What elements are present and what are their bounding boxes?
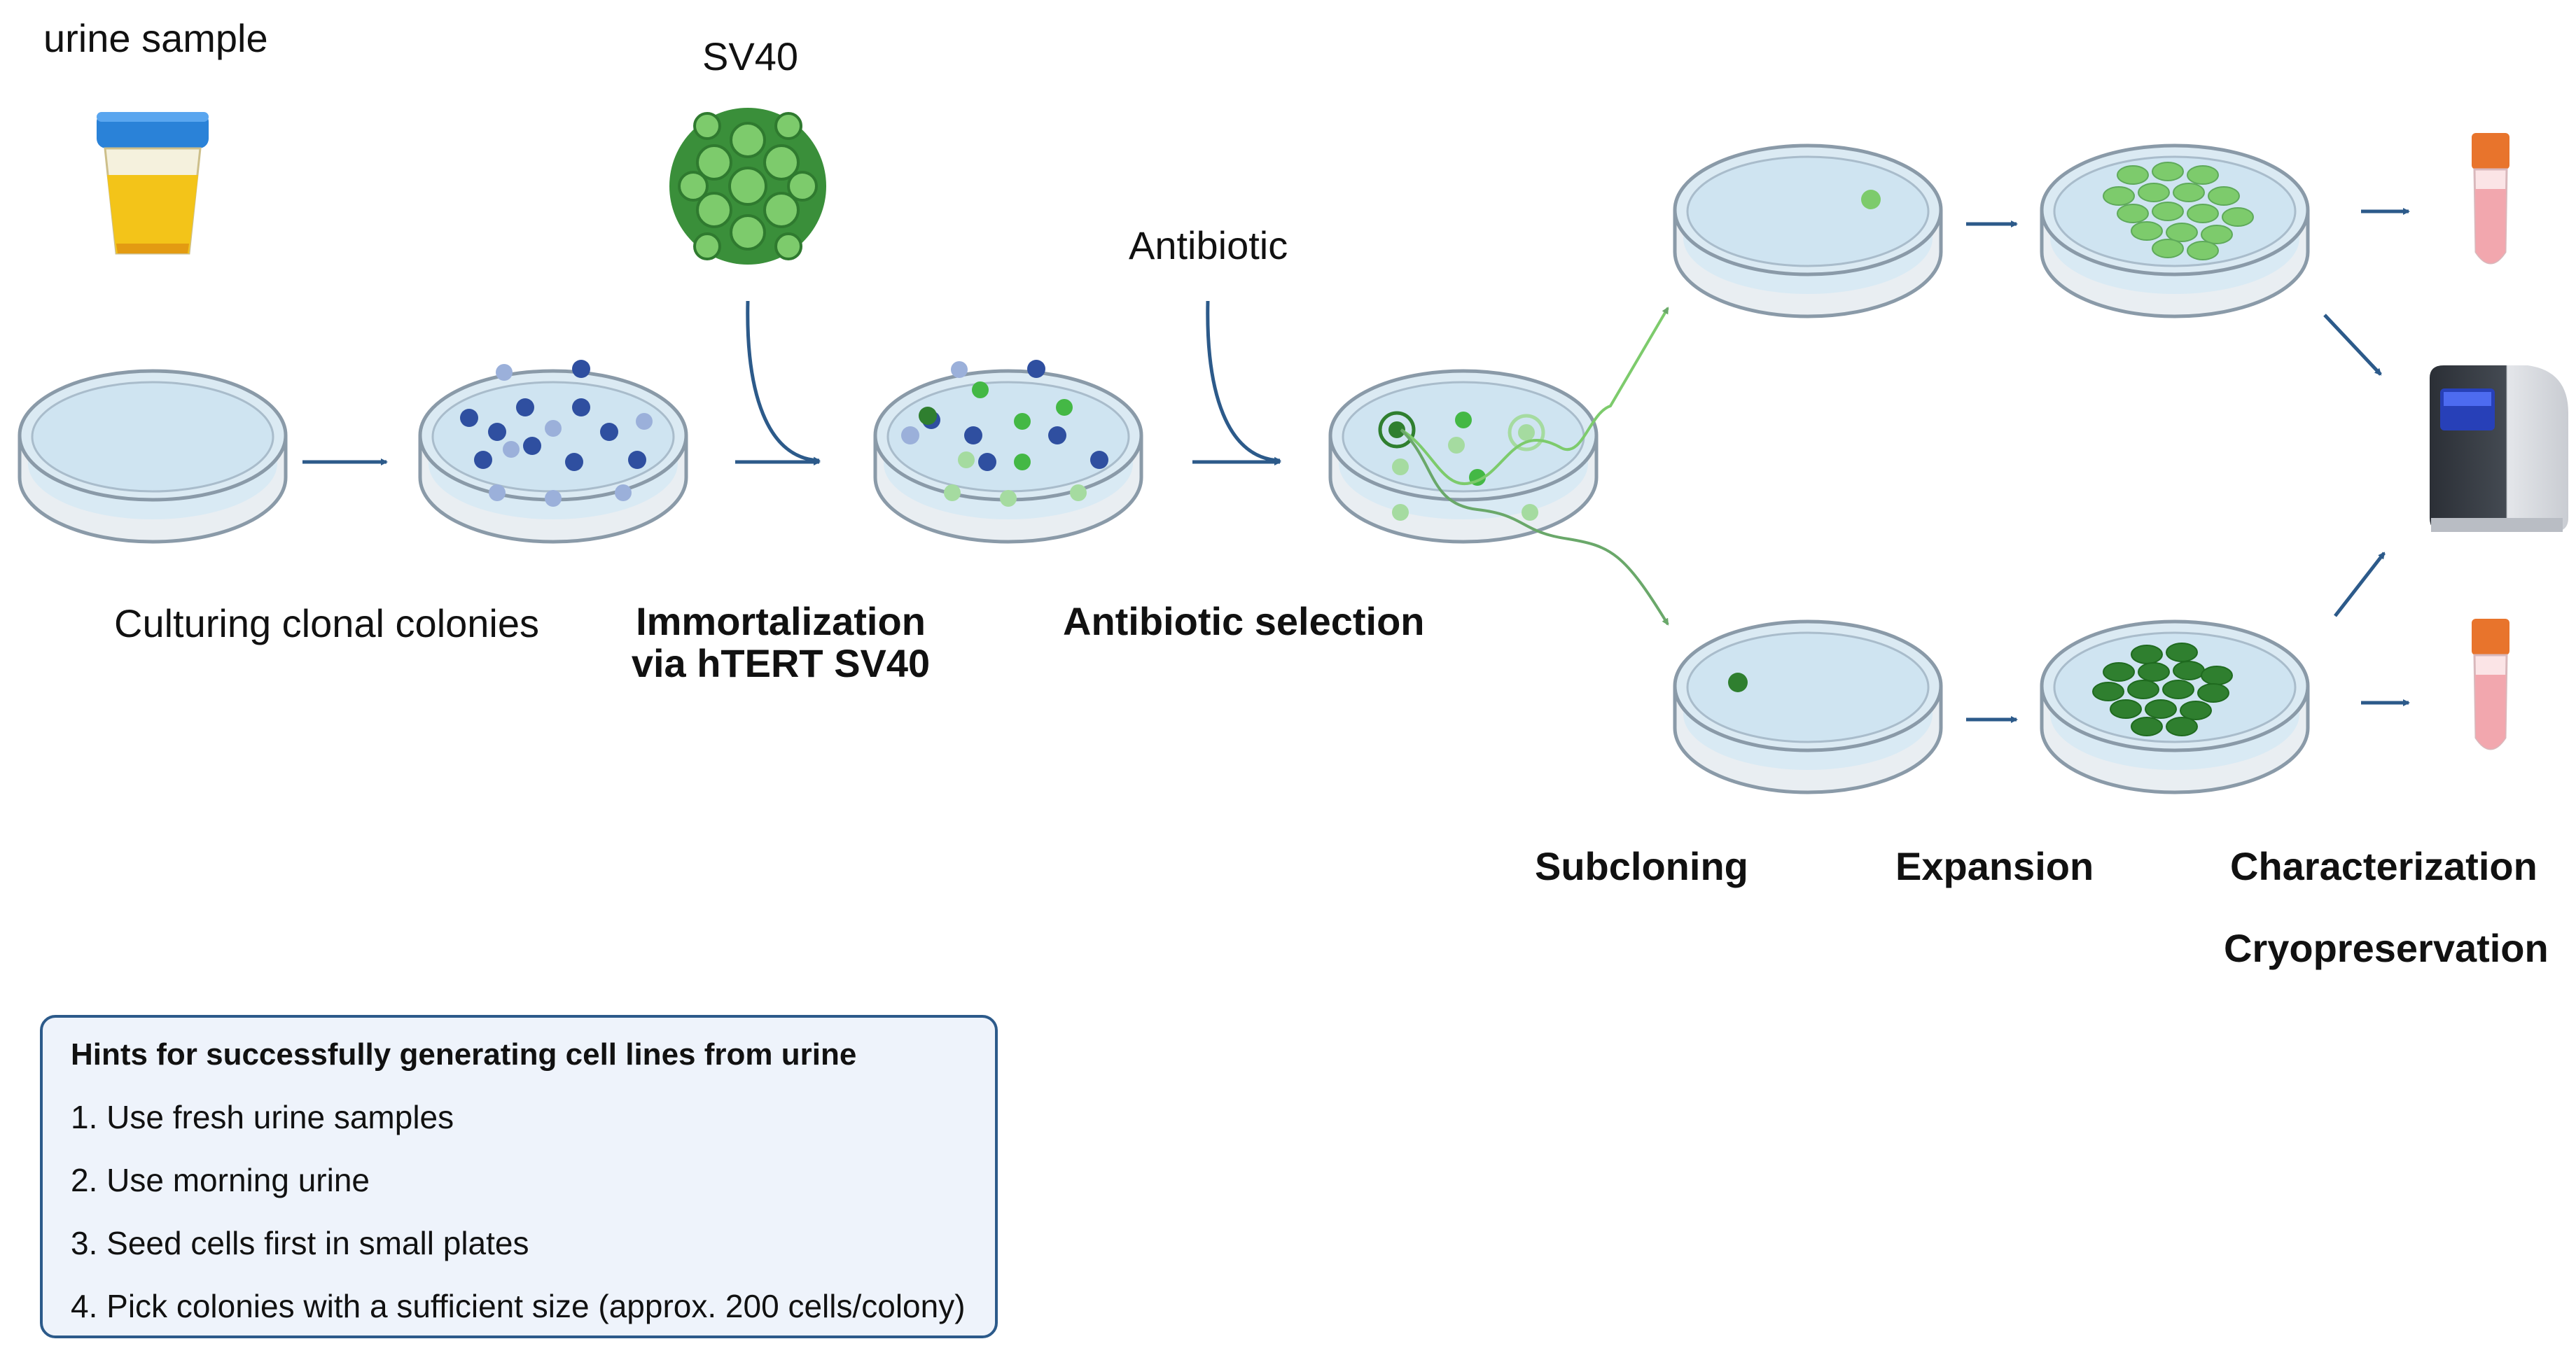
petri-dish-expansion-lower xyxy=(2042,622,2308,792)
arrow-expansion-machine-upper xyxy=(2323,314,2382,376)
analyzer-instrument-icon xyxy=(2430,365,2568,532)
label-expansion: Expansion xyxy=(1895,844,2094,888)
petri-dish-subclone-lower xyxy=(1675,622,1941,792)
hints-box: Hints for successfully generating cell l… xyxy=(40,1015,998,1338)
arrow-expansion-machine-lower xyxy=(2334,552,2386,617)
cryovial-lower-icon xyxy=(2472,619,2509,750)
label-culturing: Culturing clonal colonies xyxy=(114,601,540,645)
hints-title: Hints for successfully generating cell l… xyxy=(71,1037,857,1072)
petri-dish-empty xyxy=(20,371,286,542)
label-subcloning: Subcloning xyxy=(1535,844,1748,888)
hint-item: 3. Seed cells first in small plates xyxy=(71,1225,529,1261)
sv40-virus-icon xyxy=(669,108,826,265)
track-lower xyxy=(1400,428,1669,626)
label-immortalization-line2: via hTERT SV40 xyxy=(631,641,931,685)
label-cryopreservation: Cryopreservation xyxy=(2224,926,2549,970)
label-immortalization-line1: Immortalization xyxy=(636,599,926,643)
petri-dish-clonal-colonies xyxy=(420,360,686,542)
track-upper xyxy=(1400,307,1669,486)
label-antibiotic: Antibiotic xyxy=(1129,223,1288,267)
label-urine-sample: urine sample xyxy=(43,16,268,60)
hint-item: 4. Pick colonies with a sufficient size … xyxy=(71,1288,966,1324)
arrow-sv40 xyxy=(746,300,821,464)
cryovial-upper-icon xyxy=(2472,133,2509,265)
hint-item: 2. Use morning urine xyxy=(71,1162,370,1198)
arrow-antibiotic xyxy=(1206,300,1281,464)
label-antibiotic-selection: Antibiotic selection xyxy=(1063,599,1425,643)
petri-dish-immortalized xyxy=(875,360,1141,542)
label-characterization: Characterization xyxy=(2230,844,2537,888)
petri-dish-expansion-upper xyxy=(2042,146,2308,316)
urine-cup-icon xyxy=(97,112,209,255)
hint-item: 1. Use fresh urine samples xyxy=(71,1099,454,1135)
petri-dish-subclone-upper xyxy=(1675,146,1941,316)
label-immortalization: Immortalization via hTERT SV40 xyxy=(627,601,935,685)
petri-dish-antibiotic-selection xyxy=(1330,371,1596,542)
label-sv40: SV40 xyxy=(702,34,798,78)
